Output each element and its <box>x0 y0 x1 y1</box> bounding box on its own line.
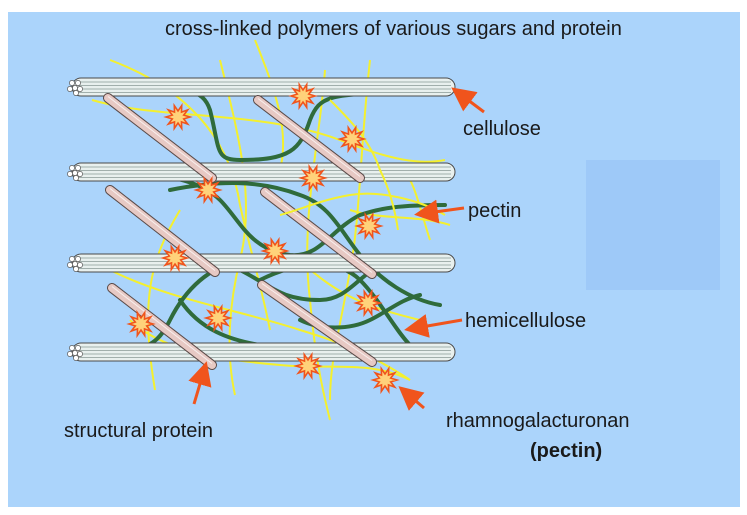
starburst-icon <box>203 303 233 333</box>
starburst-icon <box>288 81 318 111</box>
starburst-icon <box>193 175 223 205</box>
starburst-icon <box>163 102 193 132</box>
label-hemicellulose: hemicellulose <box>465 310 587 332</box>
cellulose-fiber <box>67 342 456 362</box>
protein-rod <box>260 187 377 279</box>
starburst-icon <box>353 288 383 318</box>
protein-rod <box>103 93 217 183</box>
label-arrows <box>188 87 485 411</box>
label-rhamnogalacturonan: rhamnogalacturonan <box>446 410 630 432</box>
protein-rod <box>253 95 365 183</box>
arrow-icon <box>398 386 425 411</box>
cellulose-fiber <box>67 253 456 273</box>
starburst-icon <box>354 211 384 241</box>
label-rhamnogalacturonan-pectin: (pectin) <box>530 440 603 462</box>
protein-rod <box>107 283 217 370</box>
label-structural-protein: structural protein <box>64 420 213 442</box>
diagram-title: cross-linked polymers of various sugars … <box>165 18 622 40</box>
shaded-inset <box>586 160 720 290</box>
crosslinks <box>126 81 400 395</box>
pectin-strands <box>91 39 451 421</box>
cellulose-fiber <box>67 77 456 97</box>
protein-rod <box>105 185 220 277</box>
label-cellulose: cellulose <box>463 118 541 140</box>
label-pectin: pectin <box>468 200 522 222</box>
protein-rod <box>257 280 377 367</box>
structural-protein-rods <box>103 93 377 370</box>
starburst-icon <box>293 351 323 381</box>
starburst-icon <box>126 309 156 339</box>
arrow-icon <box>404 314 463 338</box>
arrow-icon <box>414 199 465 224</box>
starburst-icon <box>298 163 328 193</box>
cellulose-fiber <box>67 162 456 182</box>
arrow-icon <box>188 361 212 405</box>
starburst-icon <box>370 365 400 395</box>
starburst-icon <box>337 124 367 154</box>
arrow-icon <box>451 87 485 114</box>
starburst-icon <box>160 243 190 273</box>
starburst-icon <box>260 236 290 266</box>
